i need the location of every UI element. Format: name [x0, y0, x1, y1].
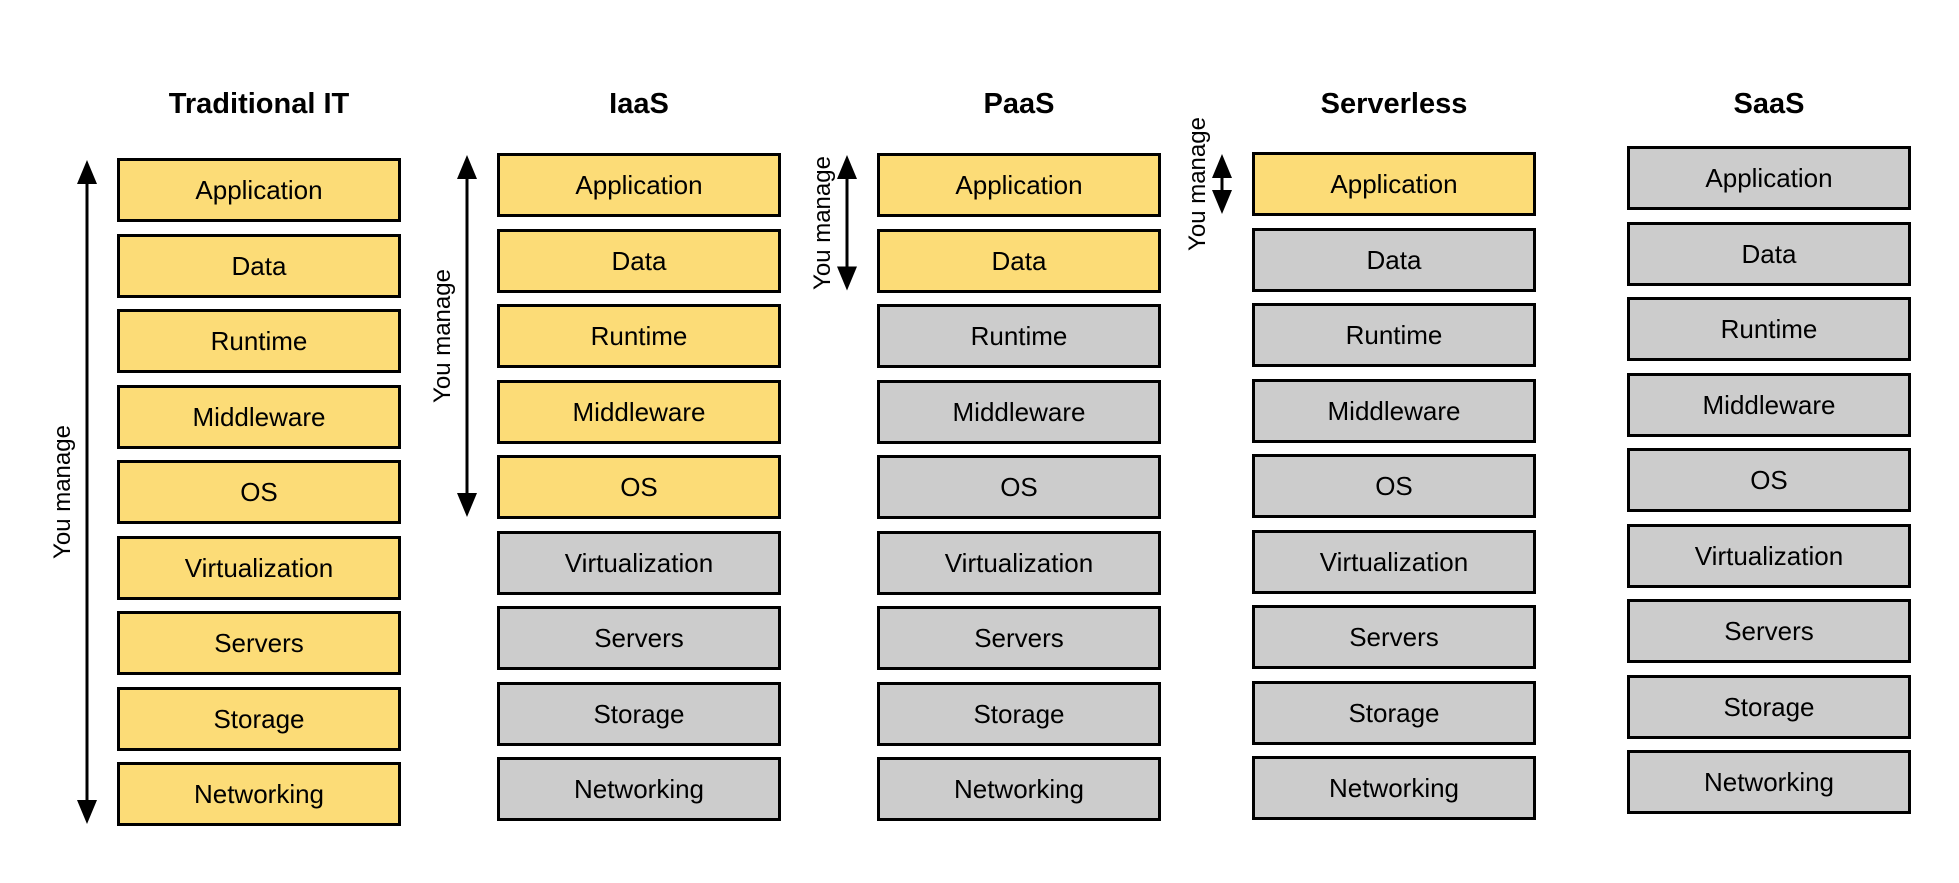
you-manage-label: You manage — [428, 269, 456, 403]
layer-runtime: Runtime — [117, 309, 401, 373]
layer-networking: Networking — [1627, 750, 1911, 814]
layer-data: Data — [1252, 228, 1536, 292]
layer-storage: Storage — [1252, 681, 1536, 745]
layer-servers: Servers — [1252, 605, 1536, 669]
layer-middleware: Middleware — [497, 380, 781, 444]
arrowhead-up-icon — [1212, 154, 1232, 178]
double-arrow-icon — [77, 160, 97, 824]
layer-servers: Servers — [1627, 599, 1911, 663]
layer-servers: Servers — [877, 606, 1161, 670]
layer-virtualization: Virtualization — [877, 531, 1161, 595]
column-title: SaaS — [1733, 88, 1805, 120]
layer-data: Data — [497, 229, 781, 293]
layer-networking: Networking — [117, 762, 401, 826]
layer-os: OS — [877, 455, 1161, 519]
layer-virtualization: Virtualization — [497, 531, 781, 595]
layer-os: OS — [1627, 448, 1911, 512]
double-arrow-icon — [1212, 154, 1232, 214]
layer-application: Application — [1252, 152, 1536, 216]
layer-middleware: Middleware — [877, 380, 1161, 444]
column-title: IaaS — [609, 88, 669, 120]
layer-servers: Servers — [117, 611, 401, 675]
layer-virtualization: Virtualization — [1252, 530, 1536, 594]
layer-networking: Networking — [1252, 756, 1536, 820]
layer-application: Application — [497, 153, 781, 217]
column-title: Traditional IT — [168, 88, 350, 120]
layer-os: OS — [1252, 454, 1536, 518]
layer-networking: Networking — [497, 757, 781, 821]
arrowhead-up-icon — [77, 160, 97, 184]
layer-runtime: Runtime — [1627, 297, 1911, 361]
layer-servers: Servers — [497, 606, 781, 670]
layer-runtime: Runtime — [1252, 303, 1536, 367]
layer-middleware: Middleware — [1252, 379, 1536, 443]
layer-storage: Storage — [117, 687, 401, 751]
arrowhead-up-icon — [457, 155, 477, 179]
layer-storage: Storage — [497, 682, 781, 746]
arrowhead-up-icon — [837, 155, 857, 179]
layer-os: OS — [497, 455, 781, 519]
arrowhead-down-icon — [77, 800, 97, 824]
you-manage-label: You manage — [1183, 117, 1211, 251]
layer-application: Application — [1627, 146, 1911, 210]
you-manage-label: You manage — [48, 425, 76, 559]
layer-data: Data — [1627, 222, 1911, 286]
double-arrow-icon — [457, 155, 477, 517]
layer-runtime: Runtime — [877, 304, 1161, 368]
arrowhead-down-icon — [457, 493, 477, 517]
layer-os: OS — [117, 460, 401, 524]
you-manage-label: You manage — [808, 156, 836, 290]
double-arrow-icon — [837, 155, 857, 291]
layer-middleware: Middleware — [117, 385, 401, 449]
layer-virtualization: Virtualization — [1627, 524, 1911, 588]
arrowhead-down-icon — [1212, 190, 1232, 214]
layer-runtime: Runtime — [497, 304, 781, 368]
layer-middleware: Middleware — [1627, 373, 1911, 437]
column-title: Serverless — [1320, 88, 1468, 120]
layer-storage: Storage — [877, 682, 1161, 746]
layer-networking: Networking — [877, 757, 1161, 821]
layer-data: Data — [117, 234, 401, 298]
layer-application: Application — [877, 153, 1161, 217]
arrowhead-down-icon — [837, 266, 857, 291]
layer-virtualization: Virtualization — [117, 536, 401, 600]
layer-application: Application — [117, 158, 401, 222]
layer-storage: Storage — [1627, 675, 1911, 739]
layer-data: Data — [877, 229, 1161, 293]
column-title: PaaS — [983, 88, 1055, 120]
